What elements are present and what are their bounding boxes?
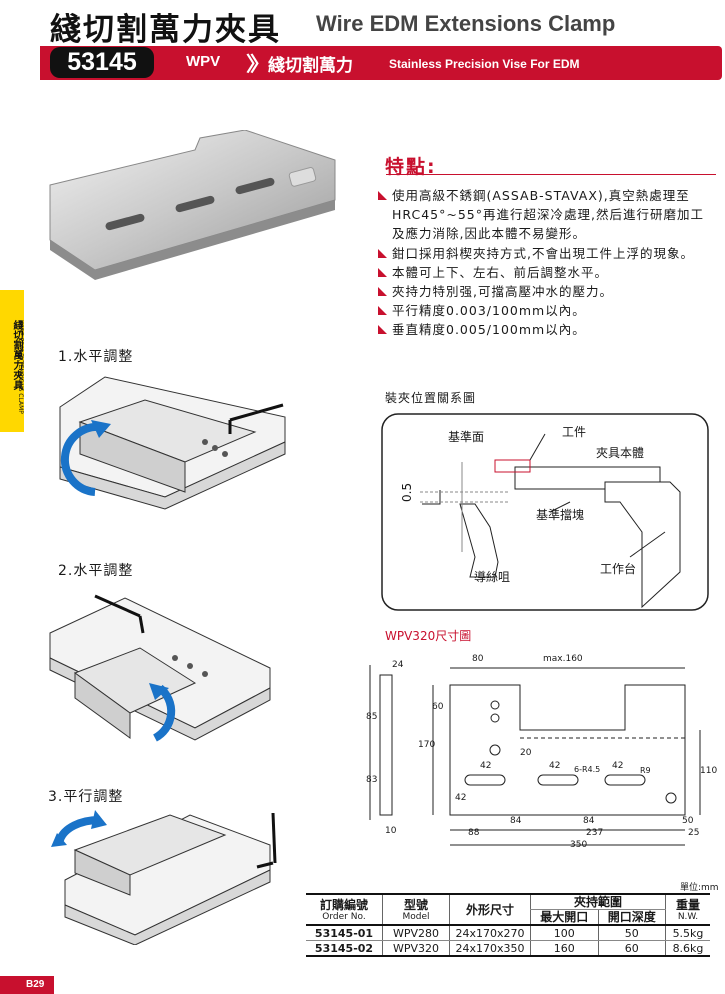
- side-tab-label: 綫切割萬力夾具: [11, 320, 22, 390]
- dimension-drawing: [369, 665, 701, 846]
- dim-350: 350: [570, 840, 588, 850]
- label-fixture-body: 夾具本體: [596, 446, 645, 460]
- step-3-label: 3.平行調整: [48, 789, 124, 805]
- feature-item: 夾持力特別强,可擋高壓冲水的壓力。: [372, 282, 712, 301]
- dim-170: 170: [418, 740, 436, 750]
- label-worktable: 工作台: [600, 562, 637, 576]
- dim-42a: 42: [480, 761, 492, 771]
- dim-42c: 42: [612, 761, 624, 771]
- subtitle-zh: 綫切割萬力: [268, 56, 353, 76]
- dim-max160: max.160: [543, 654, 583, 664]
- dim-25: 25: [688, 828, 700, 838]
- dim-88: 88: [468, 828, 480, 838]
- dim-110: 110: [700, 766, 718, 776]
- page-title: 綫切割萬力夾具: [50, 12, 281, 48]
- feature-item: 平行精度0.003/100mm以內。: [372, 301, 712, 320]
- subtitle-en: Stainless Precision Vise For EDM: [389, 57, 580, 71]
- header-range: 夾持範圍: [530, 893, 666, 910]
- feature-item: 使用高級不銹鋼(ASSAB-STAVAX),真空熱處理至HRC45°~55°再進…: [372, 186, 712, 244]
- dim-80: 80: [472, 654, 484, 664]
- product-photo: [49, 130, 336, 280]
- table-row: 53145-01 WPV280 24x170x270 100 50 5.5kg: [306, 925, 710, 941]
- dim-24: 24: [392, 660, 404, 670]
- header-max-open: 最大開口: [530, 909, 598, 925]
- dim-84a: 84: [510, 816, 522, 826]
- clamp-diagram-title: 裝夾位置關系圖: [385, 391, 477, 405]
- dim-6r45: 6-R4.5: [574, 765, 601, 774]
- dim-10: 10: [385, 826, 397, 836]
- dim-237: 237: [586, 828, 604, 838]
- features-list: 使用高級不銹鋼(ASSAB-STAVAX),真空熱處理至HRC45°~55°再進…: [372, 186, 712, 340]
- unit-label: 單位:mm: [680, 883, 719, 893]
- step-1-label: 1.水平調整: [58, 349, 134, 365]
- page-number: B29: [0, 976, 54, 994]
- step-2-label: 2.水平調整: [58, 563, 134, 579]
- label-reference-block: 基準擋塊: [536, 508, 585, 522]
- dim-83: 83: [366, 775, 378, 785]
- chevron-right-icon: 〉〉: [246, 52, 270, 76]
- label-wire-nozzle: 導絲咀: [474, 570, 511, 584]
- features-title: 特點:: [385, 156, 437, 178]
- step-1-illustration: [59, 376, 286, 510]
- dim-r9: R9: [640, 766, 651, 775]
- dim-84b: 84: [583, 816, 595, 826]
- header-size: 外形尺寸: [449, 893, 531, 925]
- dim-42d: 42: [455, 793, 467, 803]
- side-tab-label-en: WIRE EDM EXTENSIONS CLAMP: [17, 320, 24, 414]
- dim-50: 50: [682, 816, 694, 826]
- label-reference-surface: 基準面: [448, 430, 485, 444]
- feature-item: 鉗口採用斜楔夾持方式,不會出現工件上浮的現象。: [372, 244, 712, 263]
- clamp-diagram: [381, 413, 709, 611]
- page-title-en: Wire EDM Extensions Clamp: [316, 11, 616, 36]
- features-divider: [386, 174, 716, 175]
- dim-60: 60: [432, 702, 444, 712]
- table-row: 53145-02 WPV320 24x170x350 160 60 8.6kg: [306, 940, 710, 957]
- dim-42b: 42: [549, 761, 561, 771]
- label-dimension: 0.5: [400, 482, 414, 502]
- side-tab: [0, 290, 24, 432]
- dimension-drawing-title: WPV320尺寸圖: [385, 629, 472, 643]
- dim-85: 85: [366, 712, 378, 722]
- feature-item: 垂直精度0.005/100mm以內。: [372, 320, 712, 339]
- model-number: 53145: [50, 47, 154, 78]
- step-2-illustration: [49, 594, 271, 742]
- step-3-illustration: [51, 810, 277, 945]
- dim-20: 20: [520, 748, 532, 758]
- label-workpiece: 工件: [562, 425, 587, 439]
- model-code: WPV: [186, 53, 221, 70]
- header-depth: 開口深度: [597, 909, 666, 925]
- feature-item: 本體可上下、左右、前后調整水平。: [372, 263, 712, 282]
